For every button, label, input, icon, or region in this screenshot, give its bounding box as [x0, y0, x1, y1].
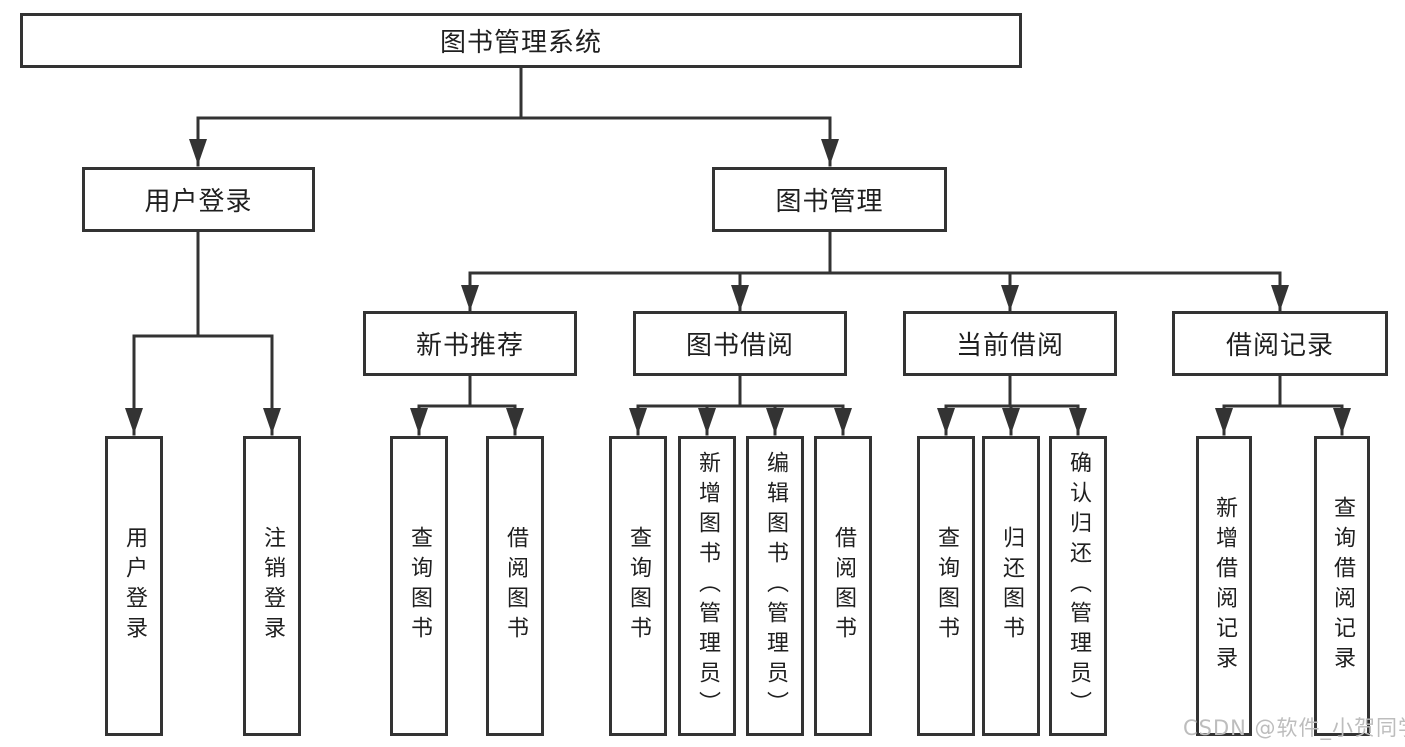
node-book-management: 图书管理: [712, 167, 947, 232]
leaf-bb-edit-books: 编辑图书（管理员）: [746, 436, 804, 736]
node-root: 图书管理系统: [20, 13, 1022, 68]
node-user-login: 用户登录: [82, 167, 315, 232]
watermark: CSDN @软件_小贺同学: [1183, 716, 1405, 740]
leaf-nb-borrow-books: 借阅图书: [486, 436, 544, 736]
leaf-cb-return-books: 归还图书: [982, 436, 1040, 736]
leaf-cb-query-books: 查询图书: [917, 436, 975, 736]
leaf-br-add-record: 新增借阅记录: [1196, 436, 1252, 736]
leaf-bb-add-books: 新增图书（管理员）: [678, 436, 736, 736]
node-new-book-recommend: 新书推荐: [363, 311, 577, 376]
leaf-bb-borrow-books: 借阅图书: [814, 436, 872, 736]
node-current-borrow: 当前借阅: [903, 311, 1117, 376]
leaf-user-login: 用户登录: [105, 436, 163, 736]
leaf-logout: 注销登录: [243, 436, 301, 736]
leaf-bb-query-books: 查询图书: [609, 436, 667, 736]
leaf-cb-confirm-return: 确认归还（管理员）: [1049, 436, 1107, 736]
node-borrow-record: 借阅记录: [1172, 311, 1388, 376]
leaf-nb-query-books: 查询图书: [390, 436, 448, 736]
leaf-br-query-record: 查询借阅记录: [1314, 436, 1370, 736]
node-book-borrow: 图书借阅: [633, 311, 847, 376]
